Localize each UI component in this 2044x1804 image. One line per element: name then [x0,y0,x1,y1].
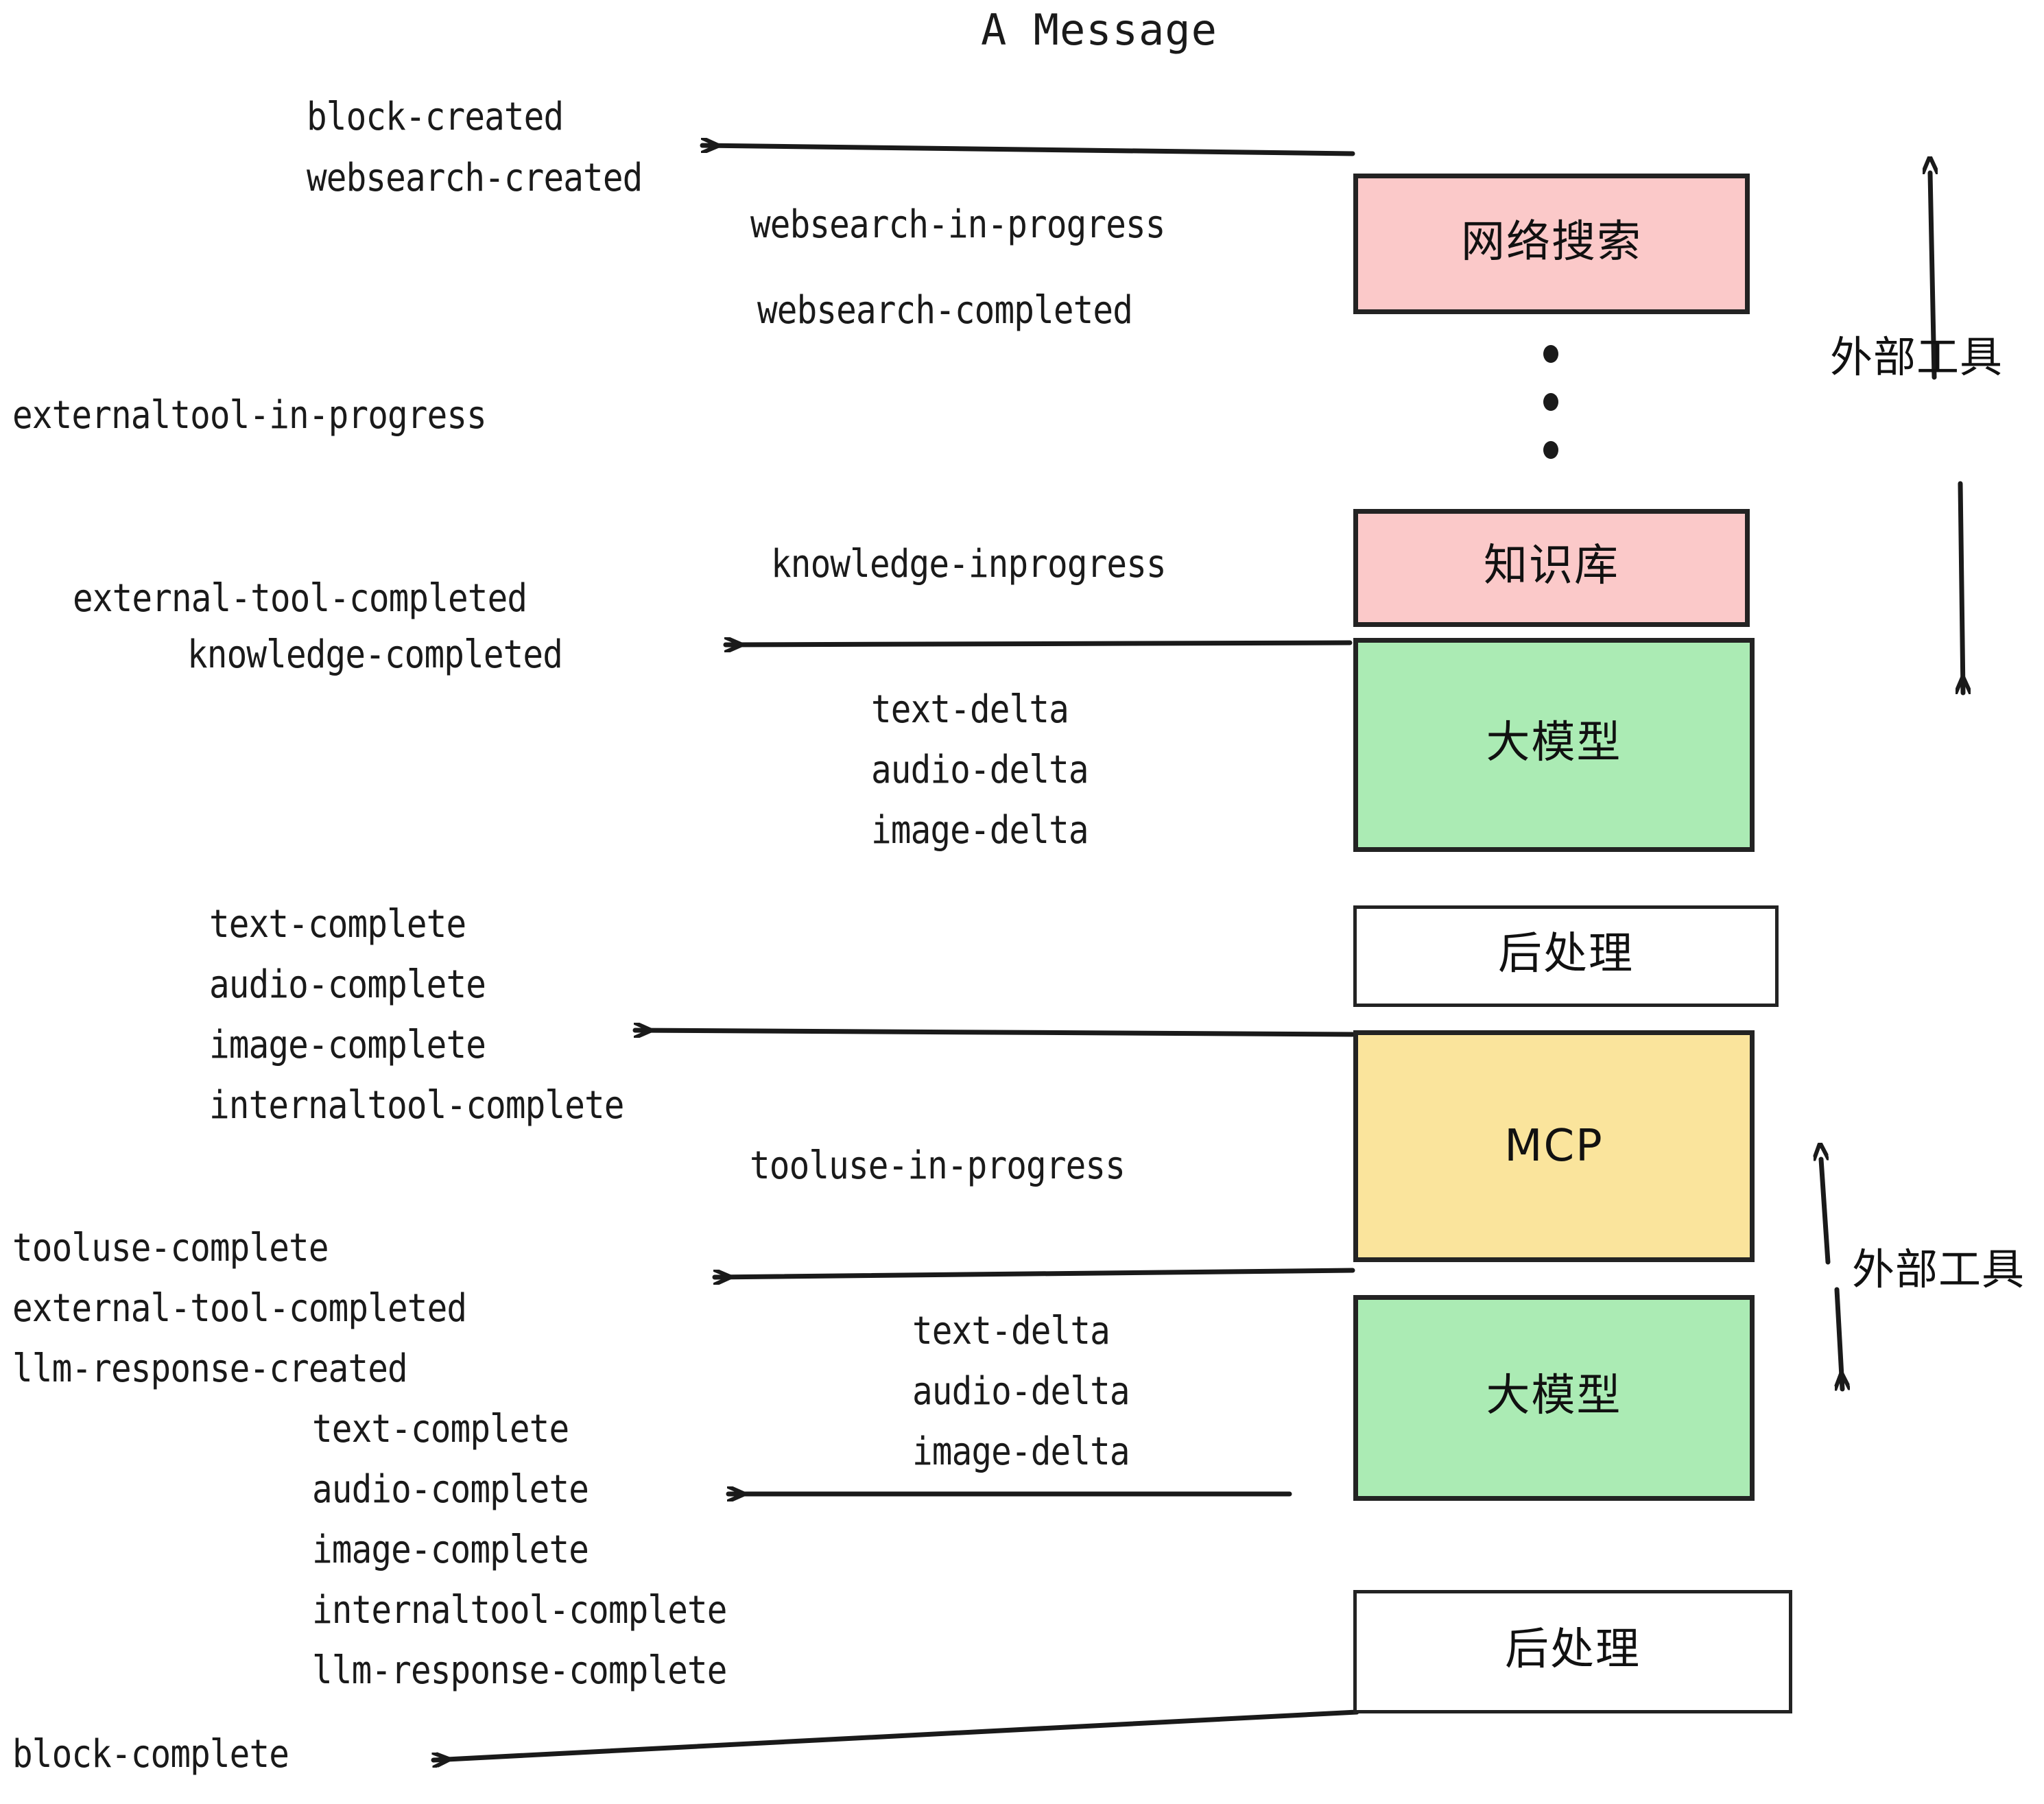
group-arrow-external-tool-top-lower [1960,481,1963,696]
event-label-external-tool-completed-1: external-tool-completed [73,576,527,621]
node-postprocess-2[interactable]: 后处理 [1353,1590,1792,1713]
node-knowledge[interactable]: 知识库 [1353,509,1750,627]
node-postprocess-1[interactable]: 后处理 [1353,905,1779,1007]
node-mcp-label: MCP [1504,1121,1604,1172]
event-label-text-complete-2: text-complete [312,1407,569,1451]
event-label-internaltool-complete-2: internaltool-complete [312,1588,727,1633]
dot-1 [1543,345,1558,363]
ellipsis-dots [1543,345,1560,489]
event-label-image-delta-1: image-delta [871,808,1089,853]
arrow-postprocess-to-image-complete [632,1030,1355,1034]
node-llm-2-label: 大模型 [1486,1370,1622,1421]
event-label-websearch-created: websearch-created [307,156,643,200]
node-postprocess-2-label: 后处理 [1505,1624,1641,1675]
event-label-tooluse-in-progress: tooluse-in-progress [750,1143,1126,1188]
node-mcp[interactable]: MCP [1353,1030,1755,1262]
group-label-external-tool-top: 外部工具 [1830,332,2004,382]
node-knowledge-label: 知识库 [1484,541,1619,591]
dot-2 [1543,393,1558,411]
arrow-llm-to-knowledge-completed [723,643,1353,645]
event-label-llm-response-complete: llm-response-complete [312,1648,727,1693]
event-label-websearch-in-progress: websearch-in-progress [750,202,1165,247]
page-title: A Message [981,5,1217,55]
node-websearch-label: 网络搜索 [1461,216,1642,268]
event-label-image-complete-1: image-complete [209,1023,486,1067]
event-label-internaltool-complete-1: internaltool-complete [209,1083,624,1128]
event-label-audio-delta-2: audio-delta [912,1369,1130,1414]
node-llm-1[interactable]: 大模型 [1353,638,1755,852]
event-label-websearch-completed: websearch-completed [757,288,1133,333]
event-label-image-delta-2: image-delta [912,1429,1130,1474]
event-label-audio-delta-1: audio-delta [871,748,1089,792]
group-arrow-external-tool-bottom-down [1837,1287,1842,1392]
event-label-llm-response-created: llm-response-created [12,1346,408,1391]
event-label-text-complete-1: text-complete [209,902,466,947]
dot-3 [1543,441,1558,459]
event-label-external-tool-completed-2: external-tool-completed [12,1286,467,1331]
event-label-knowledge-completed: knowledge-completed [187,632,563,677]
group-arrow-external-tool-bottom-up [1821,1159,1831,1265]
node-postprocess-1-label: 后处理 [1498,929,1634,980]
event-label-text-delta-1: text-delta [871,687,1069,732]
arrow-websearch-to-block-created [700,145,1355,156]
arrow-mcp-to-tooluse-complete [712,1268,1355,1277]
node-llm-1-label: 大模型 [1486,717,1622,768]
event-label-block-created: block-created [307,95,564,139]
event-label-audio-complete-1: audio-complete [209,962,486,1007]
group-label-external-tool-bottom: 外部工具 [1852,1244,2025,1294]
event-label-tooluse-complete: tooluse-complete [12,1226,329,1270]
event-label-block-complete: block-complete [12,1732,289,1777]
event-label-knowledge-inprogress: knowledge-inprogress [771,542,1167,586]
event-label-image-complete-2: image-complete [312,1528,589,1572]
node-websearch[interactable]: 网络搜索 [1353,174,1750,314]
event-label-audio-complete-2: audio-complete [312,1467,589,1512]
node-llm-2[interactable]: 大模型 [1353,1295,1755,1501]
event-label-externaltool-in-progress: externaltool-in-progress [12,393,487,438]
arrow-postprocess-to-block-complete [431,1709,1359,1760]
event-label-text-delta-2: text-delta [912,1309,1110,1353]
